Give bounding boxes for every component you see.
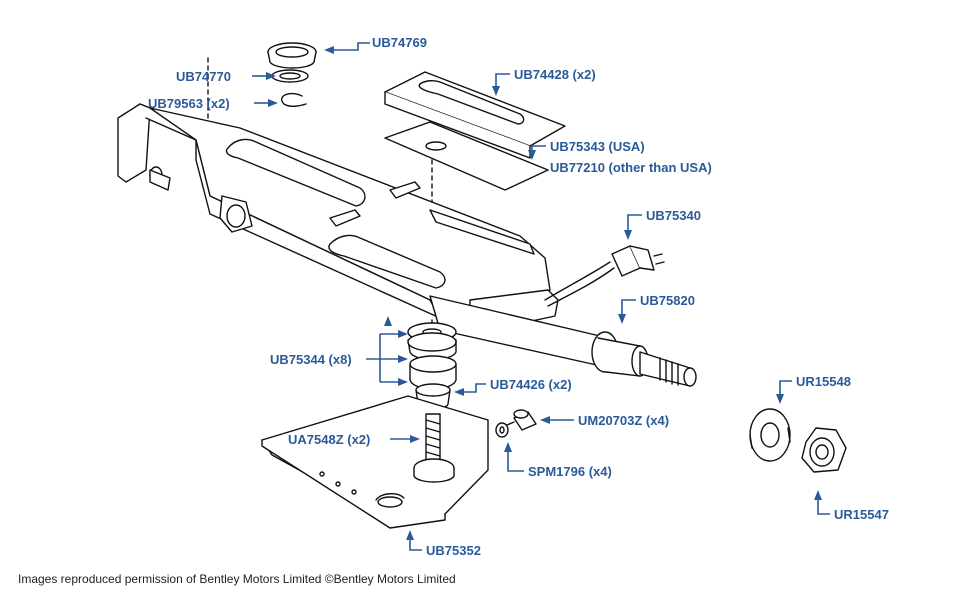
callout-ur15548: UR15548 xyxy=(796,374,851,389)
small-washer xyxy=(495,422,509,438)
callout-ub74769: UB74769 xyxy=(372,35,427,50)
callout-ub75352: UB75352 xyxy=(426,543,481,558)
shim-plate xyxy=(384,121,549,191)
rubber-mount-stack xyxy=(407,322,457,420)
callout-ub74428: UB74428 (x2) xyxy=(514,67,596,82)
thin-washer xyxy=(271,69,309,83)
callout-ub75340: UB75340 xyxy=(646,208,701,223)
callout-ua7548z: UA7548Z (x2) xyxy=(288,432,371,447)
wiring-connector xyxy=(544,245,665,307)
copyright-credit: Images reproduced permission of Bentley … xyxy=(18,572,456,586)
column-bracket xyxy=(117,103,559,331)
callout-ub74770: UB74770 xyxy=(176,69,231,84)
callout-ub75820: UB75820 xyxy=(640,293,695,308)
callout-ub74426: UB74426 (x2) xyxy=(490,377,572,392)
upper-slotted-plate xyxy=(384,71,566,159)
callout-ub75343: UB75343 (USA) xyxy=(550,139,645,154)
callout-spm1796: SPM1796 (x4) xyxy=(528,464,612,479)
callout-leaders xyxy=(252,42,830,551)
mounting-base-plate xyxy=(261,395,489,529)
callout-ub79563: UB79563 (x2) xyxy=(148,96,230,111)
large-washer xyxy=(749,408,791,462)
top-cap xyxy=(267,42,317,69)
hex-nut xyxy=(801,427,847,473)
stud-bolt xyxy=(413,413,455,483)
callout-ur15547: UR15547 xyxy=(834,507,889,522)
c-clip xyxy=(281,92,307,107)
steering-shaft xyxy=(429,295,697,387)
callout-ub75344: UB75344 (x8) xyxy=(270,352,352,367)
callout-ub77210: UB77210 (other than USA) xyxy=(550,160,712,175)
callout-um20703z: UM20703Z (x4) xyxy=(578,413,670,428)
small-screw xyxy=(499,409,537,431)
